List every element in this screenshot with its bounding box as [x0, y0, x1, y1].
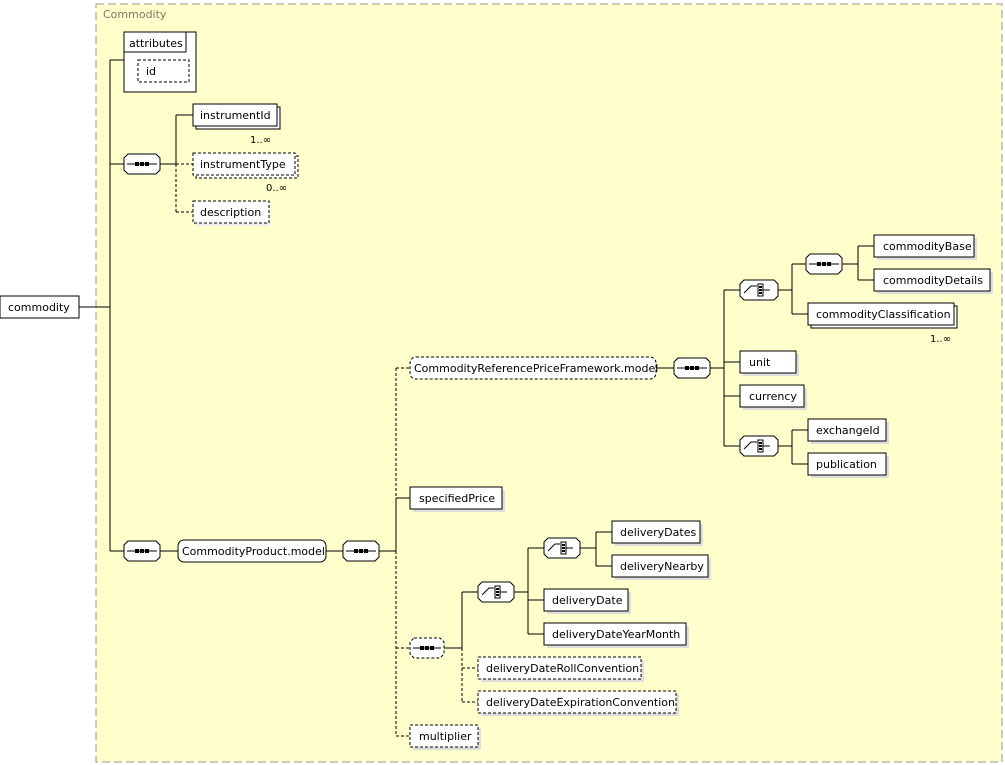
choice-compositor-delivery-outer[interactable]: [477, 581, 515, 603]
choice-compositor-delivery-dates[interactable]: [543, 537, 581, 559]
svg-text:deliveryDateYearMonth: deliveryDateYearMonth: [552, 628, 680, 641]
choice-compositor-classification[interactable]: [739, 279, 779, 301]
node-commodity-base[interactable]: commodityBase: [873, 234, 977, 260]
svg-text:multiplier: multiplier: [419, 730, 472, 743]
svg-text:CommodityProduct.model: CommodityProduct.model: [182, 545, 325, 558]
node-description[interactable]: description: [192, 200, 270, 226]
cardinality-instrument-type: 0..∞: [266, 183, 287, 194]
sequence-compositor-top[interactable]: [123, 153, 161, 175]
node-exchange-id[interactable]: exchangeId: [807, 418, 889, 444]
node-delivery-date-year-month[interactable]: deliveryDateYearMonth: [543, 622, 689, 648]
node-specified-price[interactable]: specifiedPrice: [409, 486, 505, 512]
svg-text:currency: currency: [749, 390, 797, 403]
svg-text:commodityClassification: commodityClassification: [816, 308, 951, 321]
sequence-compositor-product[interactable]: [123, 540, 161, 562]
sequence-compositor-delivery[interactable]: [409, 637, 445, 659]
node-delivery-date[interactable]: deliveryDate: [543, 588, 631, 614]
group-title: Commodity: [103, 8, 167, 21]
svg-text:CommodityReferencePriceFramewo: CommodityReferencePriceFramework.model: [414, 362, 658, 375]
connectors: [79, 59, 874, 649]
attribute-id: id: [146, 65, 156, 78]
node-commodity-details[interactable]: commodityDetails: [873, 268, 993, 294]
svg-text:publication: publication: [816, 458, 877, 471]
choice-compositor-exchange[interactable]: [739, 435, 779, 457]
attributes-box[interactable]: attributes id: [123, 31, 197, 93]
node-multiplier[interactable]: multiplier: [409, 724, 481, 750]
svg-text:deliveryDateRollConvention: deliveryDateRollConvention: [486, 662, 639, 675]
node-delivery-dates[interactable]: deliveryDates: [611, 520, 703, 546]
cardinality-commodity-classification: 1..∞: [930, 334, 951, 345]
svg-text:instrumentType: instrumentType: [200, 158, 286, 171]
node-delivery-date-roll-convention[interactable]: deliveryDateRollConvention: [477, 656, 644, 682]
node-publication[interactable]: publication: [807, 452, 889, 478]
svg-text:specifiedPrice: specifiedPrice: [419, 492, 495, 505]
svg-text:deliveryNearby: deliveryNearby: [620, 560, 704, 573]
svg-text:commodityBase: commodityBase: [883, 240, 972, 253]
svg-text:commodityDetails: commodityDetails: [883, 274, 983, 287]
sequence-compositor-product-model[interactable]: [342, 540, 380, 562]
node-commodity-classification[interactable]: commodityClassification 1..∞: [807, 302, 958, 345]
svg-text:description: description: [200, 206, 261, 219]
svg-text:exchangeId: exchangeId: [816, 424, 880, 437]
node-currency[interactable]: currency: [739, 384, 807, 410]
svg-text:instrumentId: instrumentId: [200, 109, 271, 122]
sequence-compositor-reference-price[interactable]: [673, 357, 711, 379]
node-unit[interactable]: unit: [739, 350, 799, 376]
node-instrument-id[interactable]: instrumentId 1..∞: [192, 103, 281, 146]
node-delivery-date-expiration-convention[interactable]: deliveryDateExpirationConvention: [477, 690, 679, 716]
optional-connectors: [175, 163, 478, 737]
svg-text:deliveryDate: deliveryDate: [552, 594, 623, 607]
svg-text:commodity: commodity: [8, 301, 70, 314]
node-commodity[interactable]: commodity: [0, 295, 80, 319]
node-commodity-product-model[interactable]: CommodityProduct.model: [177, 539, 327, 563]
cardinality-instrument-id: 1..∞: [250, 135, 271, 146]
node-delivery-nearby[interactable]: deliveryNearby: [611, 554, 711, 580]
node-reference-price-framework-model[interactable]: CommodityReferencePriceFramework.model: [409, 356, 658, 380]
svg-text:deliveryDateExpirationConventi: deliveryDateExpirationConvention: [486, 696, 675, 709]
attributes-label: attributes: [129, 37, 183, 50]
sequence-compositor-commodity-base[interactable]: [805, 253, 843, 275]
svg-text:unit: unit: [749, 356, 771, 369]
svg-text:deliveryDates: deliveryDates: [620, 526, 696, 539]
node-instrument-type[interactable]: instrumentType 0..∞: [192, 152, 299, 194]
